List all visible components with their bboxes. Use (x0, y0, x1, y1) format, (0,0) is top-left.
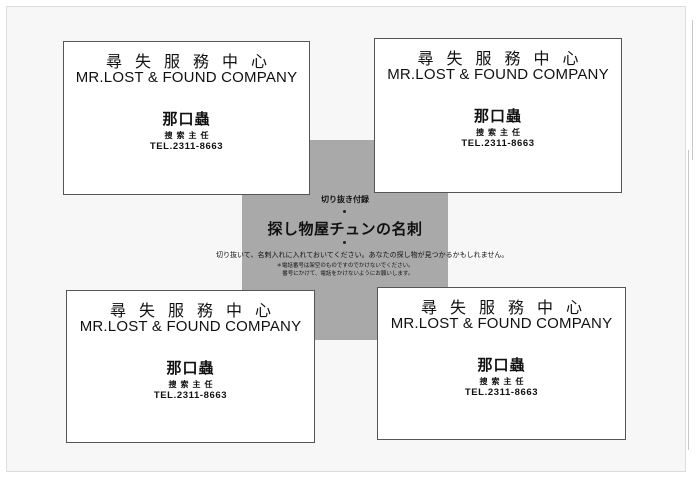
business-card: 尋失服務中心 MR.LOST & FOUND COMPANY 那口蟲 捜索主任 … (374, 38, 622, 193)
person-name: 那口蟲 (473, 107, 522, 125)
phone-number: TEL.2311-8663 (464, 387, 539, 398)
panel-instruction: 切り抜いて、名刺入れに入れておいてください。あなたの探し物が見つかるかもしれませ… (216, 251, 509, 259)
company-chinese-name: 尋失服務中心 (420, 298, 595, 317)
phone-number: TEL.2311-8663 (149, 141, 224, 152)
person-name: 那口蟲 (162, 110, 211, 128)
business-card: 尋失服務中心 MR.LOST & FOUND COMPANY 那口蟲 捜索主任 … (66, 290, 315, 443)
page-edge-mark (692, 20, 693, 160)
panel-note: 番号にかけて、電話をかけないようにお願いします。 (276, 271, 414, 277)
panel-title: 探し物屋チュンの名刺 (267, 220, 423, 238)
company-chinese-name: 尋失服務中心 (109, 301, 284, 320)
bullet-dot (343, 241, 346, 244)
person-title: 捜索主任 (479, 376, 528, 386)
panel-kicker: 切り抜き付録 (321, 194, 369, 204)
person-title: 捜索主任 (476, 127, 524, 137)
panel-note: ＊電話番号は架空のものですのでかけないでください。 (276, 263, 414, 269)
bullet-dot (343, 210, 346, 213)
company-english-name: MR.LOST & FOUND COMPANY (390, 315, 613, 332)
person-name: 那口蟲 (477, 356, 526, 374)
company-english-name: MR.LOST & FOUND COMPANY (75, 69, 298, 86)
company-chinese-name: 尋失服務中心 (417, 49, 592, 68)
company-english-name: MR.LOST & FOUND COMPANY (79, 318, 302, 335)
business-card: 尋失服務中心 MR.LOST & FOUND COMPANY 那口蟲 捜索主任 … (377, 287, 626, 440)
person-title: 捜索主任 (164, 130, 213, 140)
person-title: 捜索主任 (168, 379, 217, 389)
phone-number: TEL.2311-8663 (461, 138, 535, 149)
company-english-name: MR.LOST & FOUND COMPANY (387, 66, 609, 83)
phone-number: TEL.2311-8663 (153, 390, 228, 401)
company-chinese-name: 尋失服務中心 (105, 52, 280, 71)
business-card: 尋失服務中心 MR.LOST & FOUND COMPANY 那口蟲 捜索主任 … (63, 41, 310, 195)
person-name: 那口蟲 (166, 359, 215, 377)
page-edge-mark (688, 150, 689, 450)
